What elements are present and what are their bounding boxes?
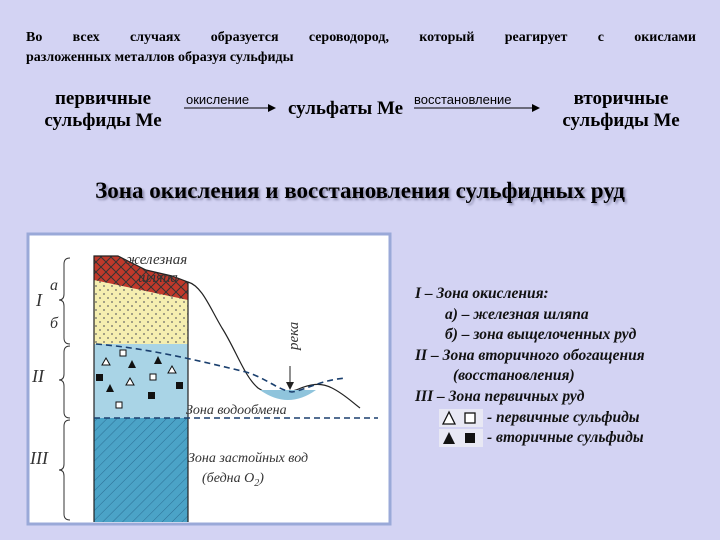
exchange-zone-label: Зона водообмена xyxy=(186,403,287,418)
primary-square-symbol xyxy=(119,349,127,357)
ore-zone-diagram: I а б II III железная шляпа река Зона во… xyxy=(26,232,392,526)
secondary-triangle-symbol xyxy=(154,356,162,364)
legend-zone-I: I – Зона окисления: xyxy=(415,285,549,302)
legend-primary-label: - первичные сульфиды xyxy=(487,408,640,426)
primary-sulfides-line-1: первичные xyxy=(54,88,152,109)
sulfates-label: сульфаты Ме xyxy=(288,98,404,119)
river-water xyxy=(260,390,316,400)
zone-b-label: б xyxy=(50,315,59,332)
primary-square-symbol xyxy=(149,373,157,381)
secondary-sulfides: вторичные сульфиды Ме xyxy=(546,88,696,132)
secondary-symbols-icon xyxy=(439,429,483,448)
secondary-square-symbol xyxy=(148,392,155,399)
stagnant-zone-label-2: (бедна О2) xyxy=(202,471,264,489)
legend: I – Зона окисления: а) – железная шляпа … xyxy=(415,284,645,449)
iron-hat-label-1: железная xyxy=(126,252,187,268)
oxidation-label: окисление xyxy=(186,92,250,107)
legend-secondary-label: - вторичные сульфиды xyxy=(487,429,644,447)
iron-hat-label-2: шляпа xyxy=(138,270,178,286)
legend-zone-II: II – Зона вторичного обогащения xyxy=(415,346,645,364)
secondary-sulfide-symbols xyxy=(96,356,183,399)
legend-reduction: (восстановления) xyxy=(453,367,575,385)
primary-symbols-icon xyxy=(439,408,483,427)
oxidation-arrow xyxy=(184,104,276,112)
iron-hat-cross xyxy=(94,256,188,300)
zone-I-label: I xyxy=(35,290,43,310)
zone-a-label: а xyxy=(50,277,58,294)
river-label: река xyxy=(286,322,302,351)
diagram-frame xyxy=(26,232,392,526)
bracket-III xyxy=(58,419,71,521)
secondary-enrichment-zone xyxy=(94,344,188,418)
secondary-triangle-symbol xyxy=(128,360,136,368)
legend-zone-III: III – Зона первичных руд xyxy=(415,387,585,405)
bracket-I xyxy=(58,257,71,345)
reduction-label: восстановление xyxy=(414,92,512,107)
reduction-arrow xyxy=(414,104,540,112)
primary-ore-hatch xyxy=(94,418,188,522)
stagnant-zone-label-1: Зона застойных вод xyxy=(188,451,308,466)
legend-primary-sulfides: - первичные сульфиды xyxy=(415,408,645,429)
secondary-triangle-symbol xyxy=(106,384,114,392)
legend-secondary-sulfides: - вторичные сульфиды xyxy=(415,428,645,449)
bracket-II xyxy=(58,345,71,419)
secondary-square-symbol xyxy=(96,374,103,381)
zone-heading: Зона окисления и восстановления сульфидн… xyxy=(95,178,625,203)
zone-II-label: II xyxy=(31,366,45,386)
zone-III-label: III xyxy=(29,448,49,468)
secondary-square-symbol xyxy=(176,382,183,389)
primary-triangle-symbol xyxy=(167,364,177,374)
primary-square-symbol xyxy=(115,401,123,409)
leached-zone-dots xyxy=(94,280,188,344)
legend-iron-hat: а) – железная шляпа xyxy=(445,305,589,323)
primary-sulfide-symbols xyxy=(101,349,177,409)
primary-triangle-symbol xyxy=(125,376,135,386)
intro-text: Во всех случаях образуется сероводород, … xyxy=(26,28,696,68)
secondary-sulfides-line-1: вторичные xyxy=(573,88,669,109)
legend-leached: б) – зона выщелоченных руд xyxy=(445,326,637,344)
secondary-sulfides-line-2: сульфиды Ме xyxy=(562,110,680,131)
primary-sulfides: первичные сульфиды Ме xyxy=(28,88,178,132)
primary-sulfides-line-2: сульфиды Ме xyxy=(44,110,162,131)
primary-triangle-symbol xyxy=(101,356,111,366)
intro-line-2: разложенных металлов образуя сульфиды xyxy=(26,50,294,65)
water-table xyxy=(95,343,347,393)
intro-line-1: Во всех случаях образуется сероводород, … xyxy=(26,30,696,45)
